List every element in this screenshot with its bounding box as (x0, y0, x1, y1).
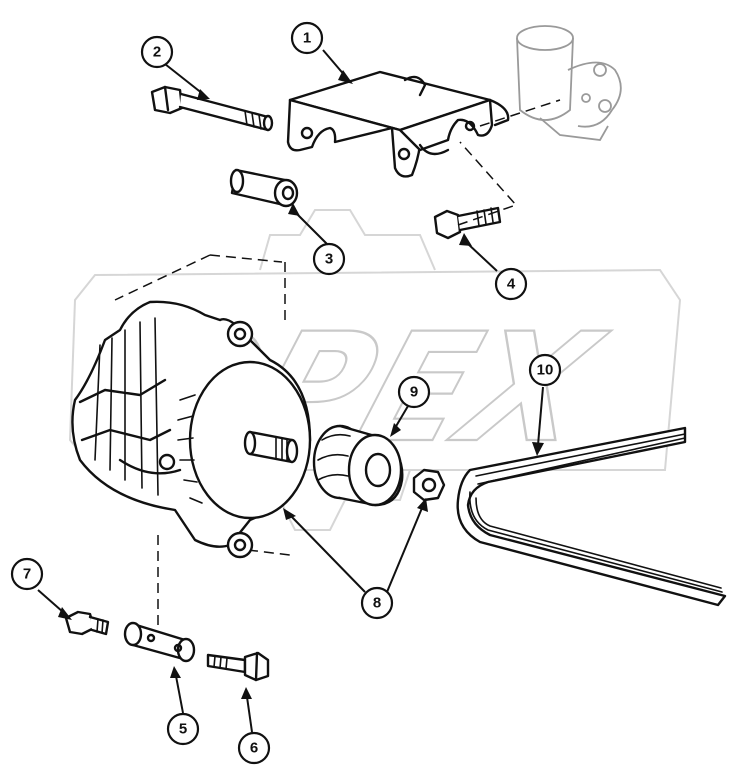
callout-10-label: 10 (537, 362, 554, 379)
short-bolt (433, 206, 502, 240)
callout-8-label: 8 (373, 595, 381, 612)
water-outlet-ghost (516, 25, 622, 141)
alignment-lines (114, 99, 561, 640)
mounting-bracket (286, 70, 510, 178)
callout-6-label: 6 (250, 740, 258, 757)
callout-5-label: 5 (179, 721, 187, 738)
callout-6: 6 (237, 731, 271, 765)
alternator (71, 300, 312, 559)
callout-1-label: 1 (303, 30, 311, 47)
callout-5: 5 (166, 712, 200, 746)
callout-4: 4 (494, 267, 528, 301)
long-bolt (150, 85, 274, 132)
bush-sleeve (229, 168, 299, 208)
callout-3-label: 3 (325, 251, 333, 268)
callout-2-label: 2 (153, 44, 161, 61)
callout-3: 3 (312, 242, 346, 276)
link-spacer (123, 621, 196, 663)
callout-2: 2 (140, 35, 174, 69)
drive-belt (456, 426, 727, 607)
callout-7-label: 7 (23, 566, 31, 583)
pulley (312, 424, 404, 507)
adjuster-bolt (64, 610, 110, 636)
bracket-bolt (206, 651, 270, 682)
callout-10: 10 (528, 353, 562, 387)
callout-1: 1 (290, 21, 324, 55)
callout-9: 9 (397, 375, 431, 409)
leader-lines (37, 49, 544, 733)
callout-8: 8 (360, 586, 394, 620)
callout-7: 7 (10, 557, 44, 591)
callout-9-label: 9 (410, 384, 418, 401)
pulley-nut (412, 468, 446, 502)
callout-4-label: 4 (507, 276, 516, 293)
